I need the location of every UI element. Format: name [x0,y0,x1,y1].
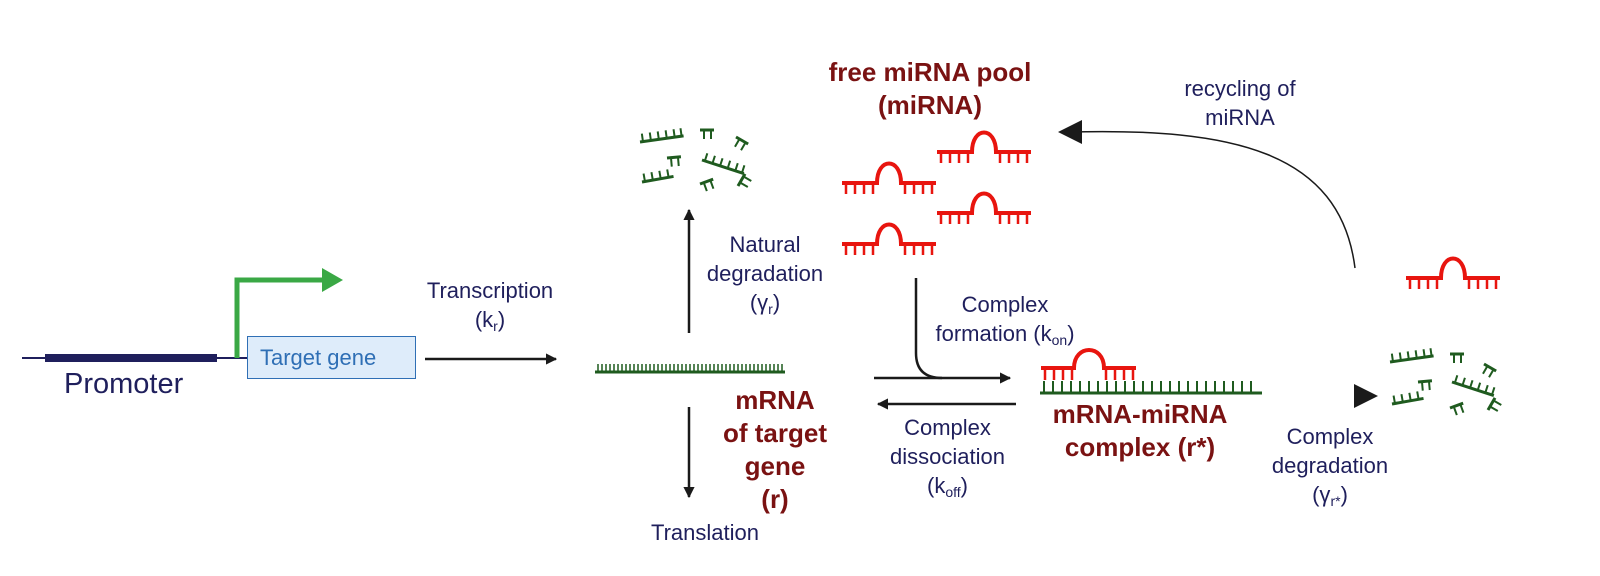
degraded-mrna-fragments-top [637,126,755,194]
released-mirna [1404,256,1502,291]
complex-label: mRNA-miRNA complex (r*) [1052,399,1228,462]
recycling-arrow [1069,130,1356,269]
transcription-label: Transcription (kr) [426,278,554,334]
mrna-strand [595,364,785,374]
target-gene-box: Target gene [247,336,416,379]
promoter-arrow [234,277,328,358]
mirna-pool [840,130,1033,257]
mrna-mirna-complex [1040,348,1262,395]
translation-label: Translation [650,520,759,545]
degraded-complex-fragments [1387,346,1505,418]
promoter-arrowhead [322,268,343,292]
complex-degradation-arrowhead [1354,384,1378,408]
natural-degradation-label: Natural degradation (γr) [706,232,824,317]
recycling-arrowhead [1058,120,1082,144]
mrna-label: mRNA of target gene (r) [723,385,827,514]
recycling-label: recycling of miRNA [1184,76,1296,130]
promoter-bar [45,354,217,362]
complex-degradation-label: Complex degradation (γr*) [1271,424,1389,509]
complex-dissociation-label: Complex dissociation (koff) [890,415,1005,500]
free-mirna-pool-label: free miRNA pool (miRNA) [828,57,1032,120]
complex-formation-label: Complex formation (kon) [935,292,1075,348]
promoter-label: Promoter [64,368,184,400]
